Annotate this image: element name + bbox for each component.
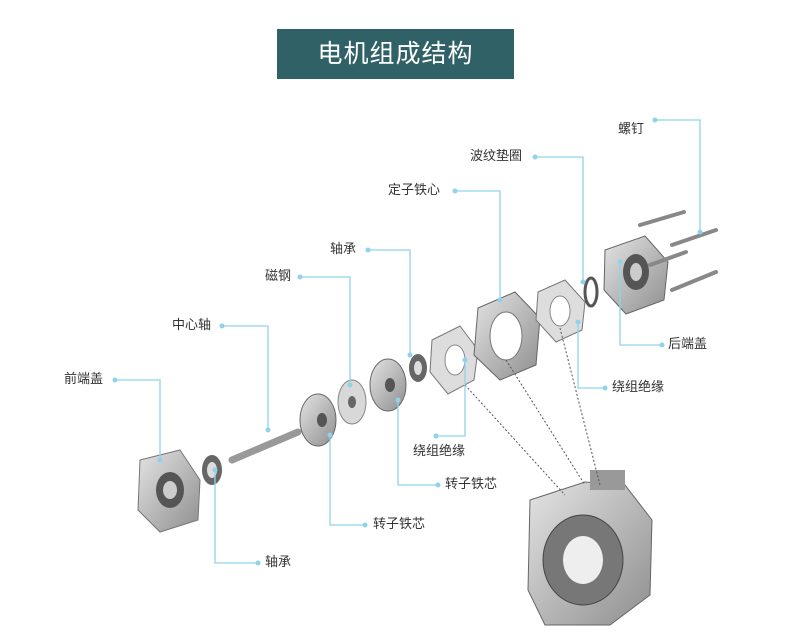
- label-bearing-top: 轴承: [330, 242, 357, 257]
- label-stator-core: 定子铁心: [388, 183, 441, 198]
- wave-washer: [583, 276, 599, 308]
- label-wave-washer: 波纹垫圈: [470, 149, 523, 164]
- winding-insulation-mid: [429, 325, 479, 395]
- label-winding-insulation-mid: 绕组绝缘: [413, 444, 466, 459]
- rear-end-cover: [603, 235, 669, 315]
- rotor-core-right: [369, 358, 407, 412]
- label-bearing-bottom: 轴承: [265, 555, 292, 570]
- bearing-top: [409, 354, 427, 382]
- front-end-cover: [137, 449, 201, 533]
- label-center-shaft: 中心轴: [172, 318, 212, 333]
- winding-insulation-right: [535, 279, 586, 343]
- screws: [638, 210, 718, 292]
- label-rotor-core-left: 转子铁芯: [373, 517, 426, 532]
- stator-core: [473, 291, 541, 381]
- rotor-core-left: [299, 393, 337, 447]
- label-screw: 螺钉: [618, 122, 645, 137]
- label-rotor-core-right: 转子铁芯: [445, 477, 498, 492]
- label-front-cover: 前端盖: [64, 372, 104, 387]
- label-rear-cover: 后端盖: [668, 337, 708, 352]
- center-shaft: [228, 428, 302, 464]
- leader-dots: [112, 117, 703, 566]
- leader-lines: [115, 119, 701, 564]
- magnet: [337, 379, 367, 425]
- bearing-front: [202, 455, 222, 485]
- dashed-projection-lines: [464, 327, 601, 496]
- label-magnet: 磁钢: [265, 269, 292, 284]
- assembled-motor: [527, 470, 653, 626]
- page-title: 电机组成结构: [277, 29, 514, 79]
- label-winding-insulation-right: 绕组绝缘: [612, 380, 665, 395]
